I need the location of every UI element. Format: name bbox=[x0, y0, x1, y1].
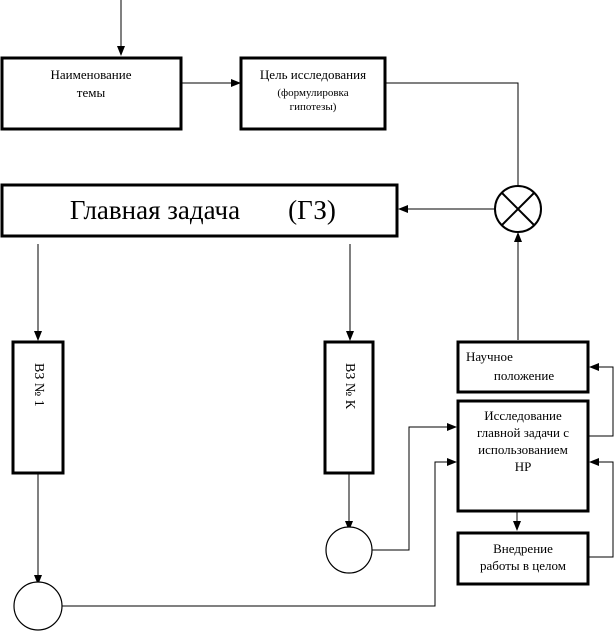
scientific-line-2: положение bbox=[494, 368, 554, 383]
connectors bbox=[34, 0, 614, 607]
line-goal-to-summing-node bbox=[385, 82, 519, 188]
task-1-box: ВЗ № 1 bbox=[11, 340, 65, 475]
main-task-label: Главная задача bbox=[70, 195, 240, 225]
goal-sub-1: (формулировка bbox=[277, 87, 348, 99]
scientific-line-1: Научное bbox=[466, 349, 513, 364]
research-line-3: использованием bbox=[478, 442, 568, 457]
goal-title: Цель исследования bbox=[260, 67, 366, 82]
goal-sub-2: гипотезы) bbox=[290, 101, 337, 113]
scientific-box: Научное положение bbox=[456, 340, 590, 394]
research-line-2: главной задачи с bbox=[477, 425, 569, 440]
connector-node-1 bbox=[13, 581, 63, 631]
connector-node-k bbox=[325, 526, 373, 574]
topic-line-1: Наименование bbox=[51, 67, 132, 82]
main-task-abbr: (ГЗ) bbox=[288, 195, 336, 225]
research-line-4: НР bbox=[515, 459, 532, 474]
goal-box: Цель исследования (формулировка гипотезы… bbox=[239, 56, 387, 131]
task-1-label: ВЗ № 1 bbox=[31, 363, 46, 407]
feedback-implementation-to-research bbox=[589, 458, 614, 558]
topic-box: Наименование темы bbox=[0, 56, 183, 131]
research-box: Исследование главной задачи с использова… bbox=[456, 399, 590, 513]
topic-line-2: темы bbox=[77, 85, 106, 100]
feedback-research-to-scientific bbox=[589, 363, 614, 437]
arrow-node-k-to-research bbox=[372, 423, 457, 551]
arrow-node-1-to-research bbox=[62, 458, 457, 607]
task-k-box: ВЗ № К bbox=[323, 340, 375, 475]
research-line-1: Исследование bbox=[484, 408, 562, 423]
task-k-label: ВЗ № К bbox=[342, 363, 357, 410]
implementation-line-2: работы в целом bbox=[480, 558, 566, 573]
summing-junction bbox=[494, 185, 542, 233]
implementation-line-1: Внедрение bbox=[493, 541, 553, 556]
implementation-box: Внедрение работы в целом bbox=[456, 531, 590, 586]
main-task-box: Главная задача (ГЗ) bbox=[0, 183, 399, 238]
